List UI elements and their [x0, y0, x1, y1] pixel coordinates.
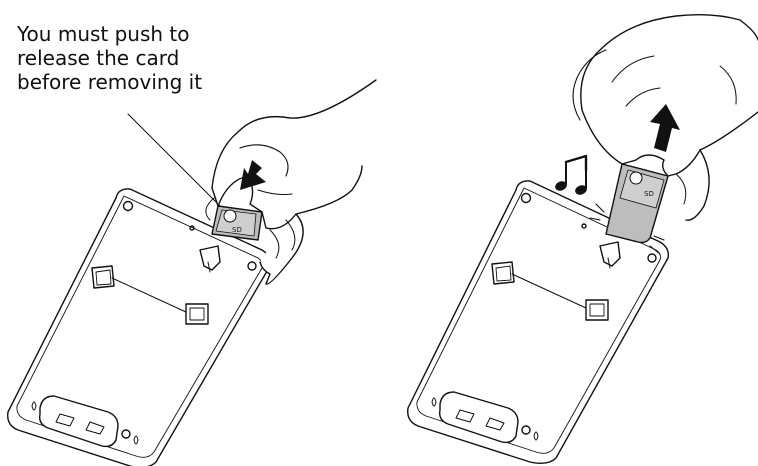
- rubber-foot-right-2: [586, 300, 608, 320]
- sd-card-left: SD: [212, 206, 262, 240]
- left-panel: SD: [8, 80, 376, 466]
- right-panel: SD: [408, 15, 758, 464]
- card-label-right: SD: [644, 190, 654, 198]
- sd-card-right: SD: [606, 164, 668, 243]
- music-notes-icon: [554, 156, 588, 196]
- rubber-foot-left-2: [186, 304, 208, 324]
- rubber-foot-left-1: [92, 266, 114, 288]
- card-label-left: SD: [232, 226, 242, 234]
- rubber-foot-right-1: [492, 262, 514, 284]
